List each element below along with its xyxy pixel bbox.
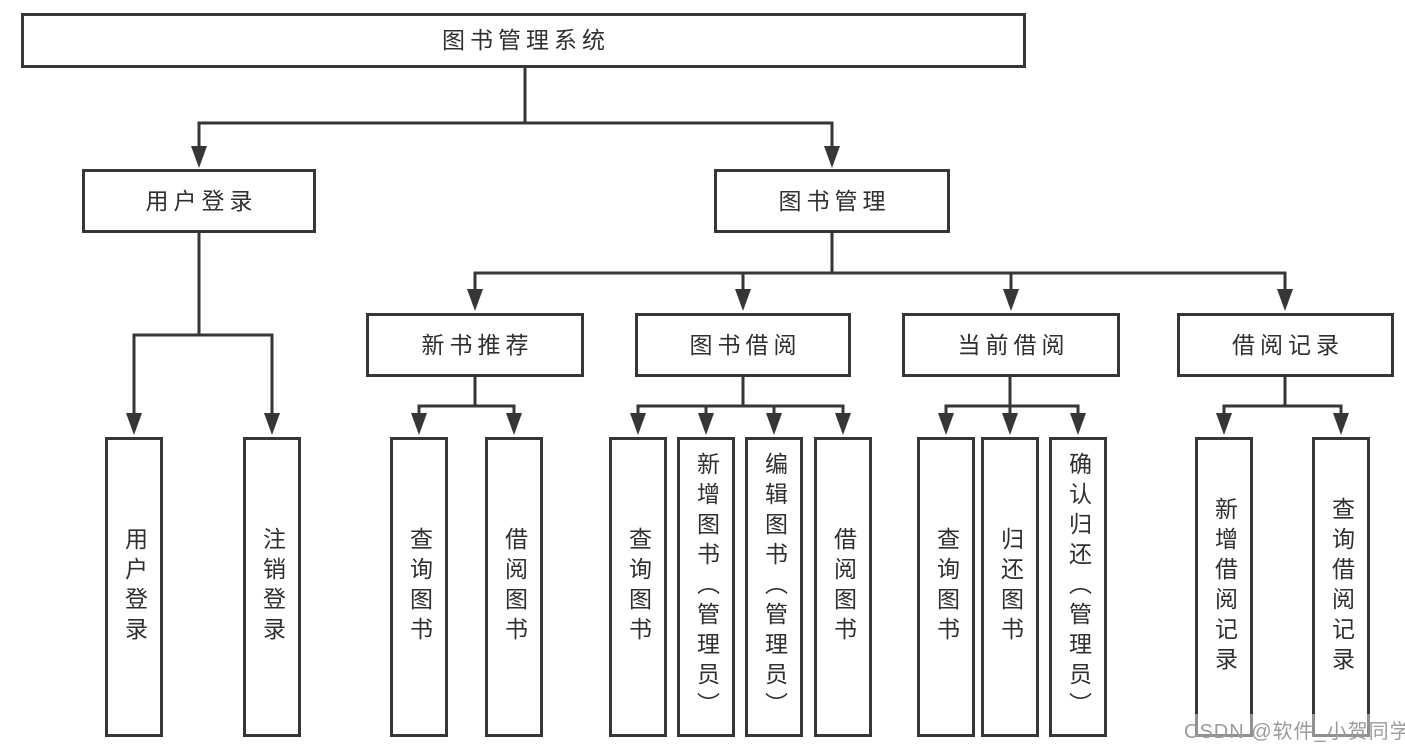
node-rec-query-book: 查询图书 (390, 437, 448, 737)
node-log-query-record: 查询借阅记录 (1312, 437, 1370, 737)
node-borrow-query-book: 查询图书 (609, 437, 667, 737)
node-current-borrow: 当前借阅 (902, 313, 1120, 377)
node-label: 确认归还（管理员） (1065, 452, 1092, 722)
node-label: 查询图书 (406, 527, 433, 647)
node-label: 查询图书 (933, 527, 960, 647)
node-label: 新增借阅记录 (1211, 497, 1238, 677)
node-current-return-book: 归还图书 (981, 437, 1039, 737)
node-label: 查询图书 (625, 527, 652, 647)
node-rec-borrow-book: 借阅图书 (485, 437, 543, 737)
node-borrow-edit-book-admin: 编辑图书（管理员） (745, 437, 803, 737)
node-label: 用户登录 (121, 527, 148, 647)
node-label: 归还图书 (997, 527, 1024, 647)
node-label: 注销登录 (259, 527, 286, 647)
node-new-book-recommend: 新书推荐 (366, 313, 584, 377)
node-borrow-borrow-book: 借阅图书 (814, 437, 872, 737)
node-label: 借阅图书 (501, 527, 528, 647)
node-borrow-add-book-admin: 新增图书（管理员） (677, 437, 735, 737)
node-log-add-record: 新增借阅记录 (1195, 437, 1253, 737)
node-leaf-user-login: 用户登录 (105, 437, 163, 737)
node-label: 新增图书（管理员） (693, 452, 720, 722)
node-leaf-logout: 注销登录 (243, 437, 301, 737)
node-borrow-records: 借阅记录 (1177, 313, 1394, 377)
arrowheads (126, 146, 1349, 435)
node-label: 编辑图书（管理员） (761, 452, 788, 722)
node-label: 借阅图书 (830, 527, 857, 647)
node-book-management: 图书管理 (714, 169, 950, 233)
node-root-system: 图书管理系统 (21, 13, 1026, 68)
csdn-watermark: CSDN @软件_小贺同学 (1181, 714, 1405, 745)
node-user-login: 用户登录 (82, 169, 316, 233)
node-current-query-book: 查询图书 (917, 437, 975, 737)
node-label: 查询借阅记录 (1328, 497, 1355, 677)
node-current-confirm-return-admin: 确认归还（管理员） (1049, 437, 1107, 737)
node-book-borrow: 图书借阅 (635, 313, 851, 377)
